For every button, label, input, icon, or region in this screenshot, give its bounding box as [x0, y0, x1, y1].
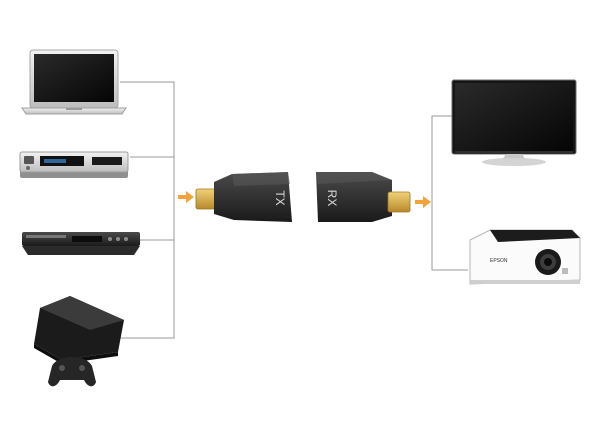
display-connector-lines	[431, 115, 468, 271]
projector-icon: EPSON	[469, 229, 581, 285]
set-top-box-icon	[19, 151, 129, 178]
projector-brand: EPSON	[490, 258, 508, 264]
source-connector-lines	[120, 81, 175, 339]
receiver-device: RX	[316, 172, 411, 222]
game-console-icon	[34, 296, 124, 364]
transmitter-label: TX	[273, 190, 287, 205]
laptop-icon	[21, 49, 127, 115]
gamepad-icon	[48, 357, 96, 387]
transmitter-device: TX	[195, 172, 292, 222]
input-arrow-icon	[178, 191, 194, 203]
receiver-label: RX	[325, 190, 339, 207]
tv-icon	[451, 79, 577, 166]
output-arrow-icon	[415, 196, 431, 208]
dvd-player-icon	[22, 232, 140, 255]
